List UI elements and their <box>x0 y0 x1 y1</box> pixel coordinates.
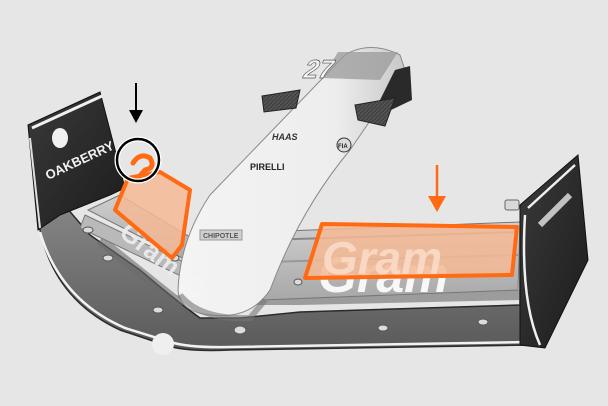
haas-emblem-icon <box>182 277 202 297</box>
pirelli-logo: PIRELLI <box>250 162 285 172</box>
chipotle-logo: CHIPOTLE <box>203 233 239 240</box>
endplate-right <box>504 153 589 349</box>
right-highlight-region: Gram <box>303 222 519 284</box>
black-circle-marker-outline <box>115 137 161 183</box>
parrot-logo-icon <box>52 128 68 148</box>
orange-arrow-icon <box>428 165 446 212</box>
left-highlight-region <box>113 153 192 260</box>
haas-logo: HAAS <box>272 132 298 142</box>
fia-logo: FIA <box>338 144 348 150</box>
endplate-left: OAKBERRY <box>27 91 126 231</box>
sponsor-emblem-icon <box>152 333 174 355</box>
right-highlight-sponsor-text: Gram <box>322 232 442 284</box>
black-arrow-icon <box>129 83 143 123</box>
nose-cone: 27 HAAS PIRELLI FIA CHIPOTLE <box>152 47 412 355</box>
